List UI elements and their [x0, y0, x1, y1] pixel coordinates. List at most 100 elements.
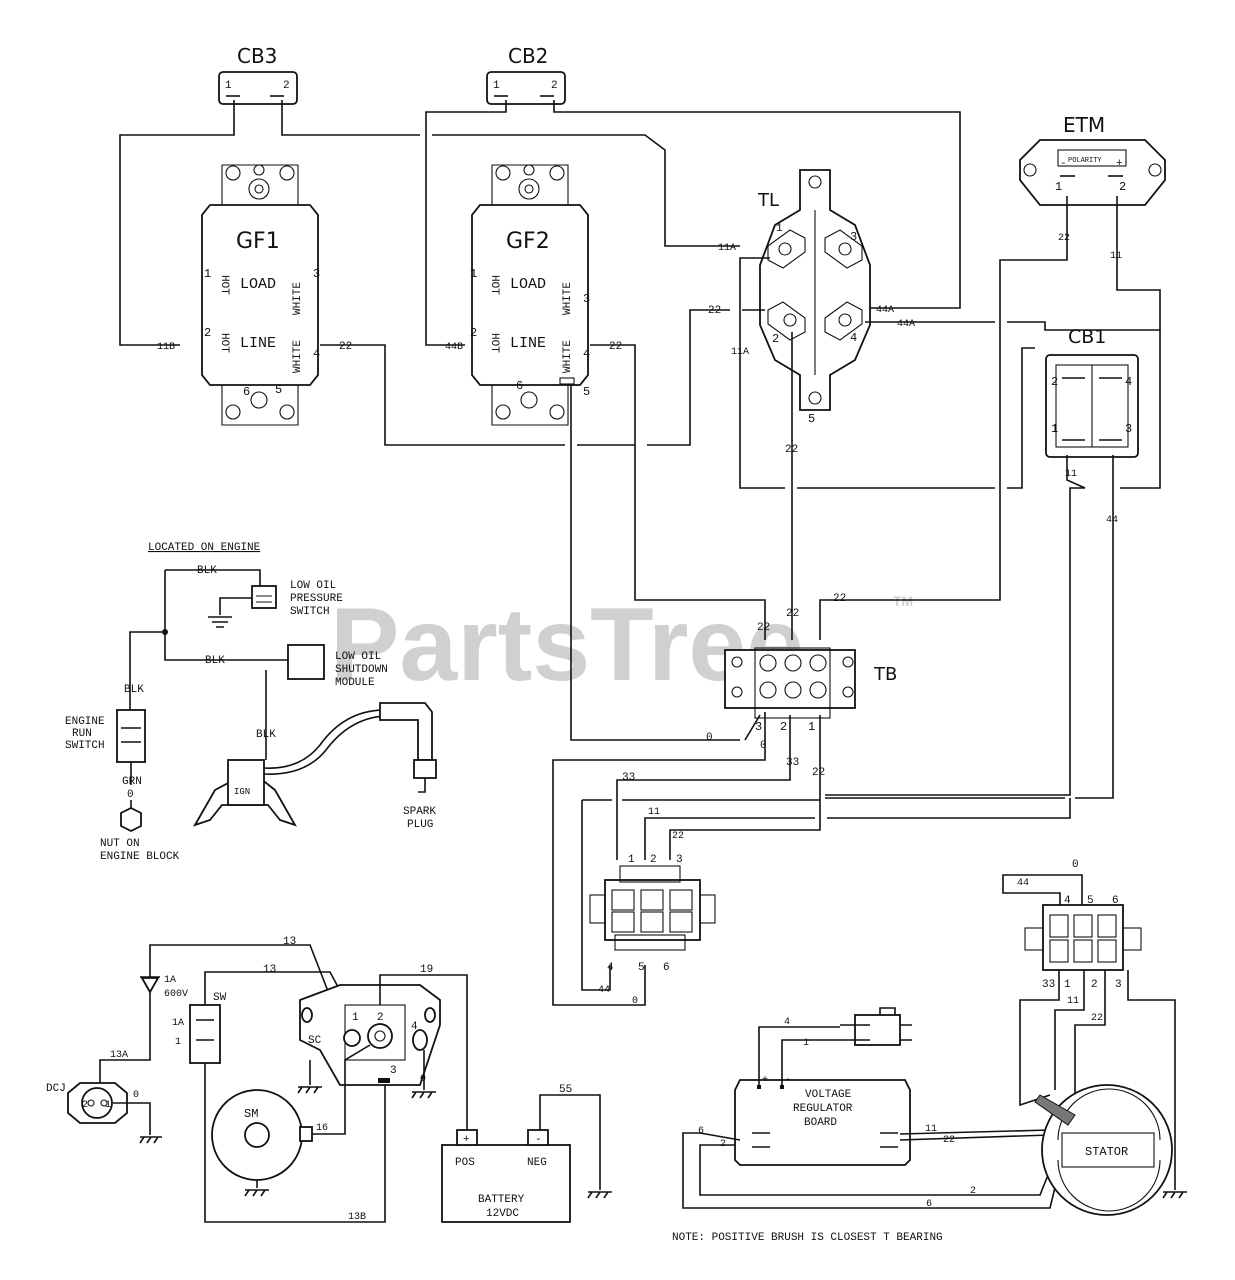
label-22-tb-b: 22	[786, 608, 799, 620]
receptacle-gf2: GF2 LOAD LINE HOT HOT WHITE WHITE 1 2 3 …	[470, 164, 590, 426]
conn-a-pin-5: 5	[638, 962, 645, 974]
gf2-body	[471, 204, 589, 386]
dcj-pin-1: 1	[105, 1100, 111, 1111]
sm-label: SM	[244, 1107, 258, 1121]
connector-a: 1 2 3 4 5 6	[589, 854, 716, 974]
conn-b-pin-4: 4	[1064, 895, 1071, 907]
sc-terminal-2: 2	[377, 1012, 384, 1024]
breaker-cb3: CB3 1 2	[218, 44, 298, 105]
watermark-tm: TM	[893, 593, 913, 609]
battery-pos: POS	[455, 1157, 475, 1169]
regulator-body	[734, 1079, 911, 1166]
cb1-t1: 1	[1051, 422, 1058, 436]
battery-minus: -	[535, 1134, 542, 1146]
sc-label: SC	[308, 1035, 322, 1047]
label-22-gf1: 22	[339, 341, 352, 353]
battery-plus: +	[463, 1134, 470, 1146]
gf2-hot-2: HOT	[488, 333, 500, 353]
diode-rating-2: 600V	[164, 989, 188, 1000]
upper-wiring	[119, 100, 1161, 799]
start-switch	[189, 1004, 221, 1064]
run-switch-l3: SWITCH	[65, 740, 105, 752]
spark-l2: PLUG	[407, 819, 433, 831]
label-11-cb1: 11	[1065, 469, 1077, 480]
label-0-connb: 0	[1072, 859, 1079, 871]
sc-terminal-4: 4	[411, 1021, 418, 1033]
label-22-tl-down: 22	[785, 444, 798, 456]
label-6-reg: 6	[698, 1126, 704, 1137]
gf1-hot-2: HOT	[218, 333, 230, 353]
battery: + - POS NEG BATTERY 12VDC 55	[441, 1084, 612, 1223]
gf1-t1: 1	[204, 267, 211, 281]
cb1-label: CB1	[1068, 326, 1106, 348]
gf2-load: LOAD	[510, 276, 546, 293]
oil-module-l2: SHUTDOWN	[335, 664, 388, 676]
label-0-tb: 0	[706, 732, 713, 744]
oil-pressure-switch	[251, 585, 277, 609]
label-2-stator: 2	[970, 1186, 976, 1197]
label-4-reg: 4	[784, 1017, 790, 1028]
label-22-tb-a: 22	[757, 622, 770, 634]
diagram-note: NOTE: POSITIVE BRUSH IS CLOSEST T BEARIN…	[672, 1232, 943, 1244]
conn-a-pin-1: 1	[628, 854, 635, 866]
dcj-pin-2: 2	[82, 1100, 88, 1111]
label-11-reg: 11	[925, 1124, 937, 1135]
conn-a-pin-2: 2	[650, 854, 657, 866]
label-11-etm: 11	[1110, 251, 1122, 262]
conn-a-pin-4: 4	[607, 962, 614, 974]
battery-neg: NEG	[527, 1157, 547, 1169]
etm-terminal-1: 1	[1055, 180, 1062, 194]
gf1-white-1: WHITE	[292, 282, 304, 315]
gf2-t1: 1	[470, 267, 477, 281]
stator: STATOR	[1034, 1084, 1173, 1216]
tl-t4: 4	[850, 331, 857, 345]
label-1-reg: 1	[803, 1038, 809, 1049]
diode-icon	[140, 977, 160, 994]
lower-mid-wiring: 33 33 22 0 11 22 44 0	[552, 712, 1071, 1007]
sw-1a: 1A	[172, 1018, 184, 1029]
label-0-conn: 0	[632, 996, 638, 1007]
label-19: 19	[420, 964, 433, 976]
gf1-line: LINE	[240, 335, 276, 352]
label-13-a: 13	[283, 936, 296, 948]
gf2-t4: 4	[583, 347, 590, 361]
conn-b-pin-3: 3	[1115, 979, 1122, 991]
label-11b: 11B	[157, 342, 175, 353]
tl-label: TL	[757, 190, 779, 211]
label-0-sc: 0	[420, 1074, 426, 1085]
label-11-connb: 11	[1067, 996, 1079, 1007]
tb-t2: 2	[780, 720, 787, 734]
cb1-t4: 4	[1125, 375, 1132, 389]
gf1-load: LOAD	[240, 276, 276, 293]
label-6-stator: 6	[926, 1199, 932, 1210]
label-22-gf2: 22	[609, 341, 622, 353]
tl-t3: 3	[850, 230, 857, 244]
label-2-reg: 2	[720, 1139, 726, 1150]
gf1-t4: 4	[313, 347, 320, 361]
label-11a-side: 11A	[731, 347, 749, 358]
cb2-label: CB2	[508, 44, 548, 68]
gf2-label: GF2	[506, 229, 550, 254]
gf1-t2: 2	[204, 326, 211, 340]
label-11-conn: 11	[648, 807, 660, 818]
etm-label: ETM	[1063, 113, 1105, 137]
conn-b-pin-5: 5	[1087, 895, 1094, 907]
cb3-terminal-2: 2	[283, 80, 290, 92]
gf1-t3: 3	[313, 267, 320, 281]
etm-terminal-2: 2	[1119, 180, 1126, 194]
blk-1: BLK	[197, 565, 217, 577]
label-22-connb: 22	[1091, 1013, 1103, 1024]
cb3-label: CB3	[237, 44, 277, 68]
upper-wire-labels: 11B 44B 22 22 11A 11A 22 44A 44A 22 11 2…	[157, 233, 1122, 744]
blk-4: BLK	[256, 729, 276, 741]
nut-l1: NUT ON	[100, 838, 140, 850]
gf1-hot-1: HOT	[218, 275, 230, 295]
label-0-tb-bottom: 0	[760, 740, 767, 752]
cb2-terminal-2: 2	[551, 80, 558, 92]
etm-polarity: POLARITY	[1068, 157, 1102, 165]
receptacle-gf1: GF1 LOAD LINE HOT HOT WHITE WHITE 1 2 3 …	[201, 164, 320, 426]
hour-meter-etm: ETM POLARITY - + 1 2	[1019, 113, 1166, 206]
ignition-module	[227, 759, 265, 806]
zero-engine: 0	[127, 789, 134, 801]
sw-1: 1	[175, 1037, 181, 1048]
